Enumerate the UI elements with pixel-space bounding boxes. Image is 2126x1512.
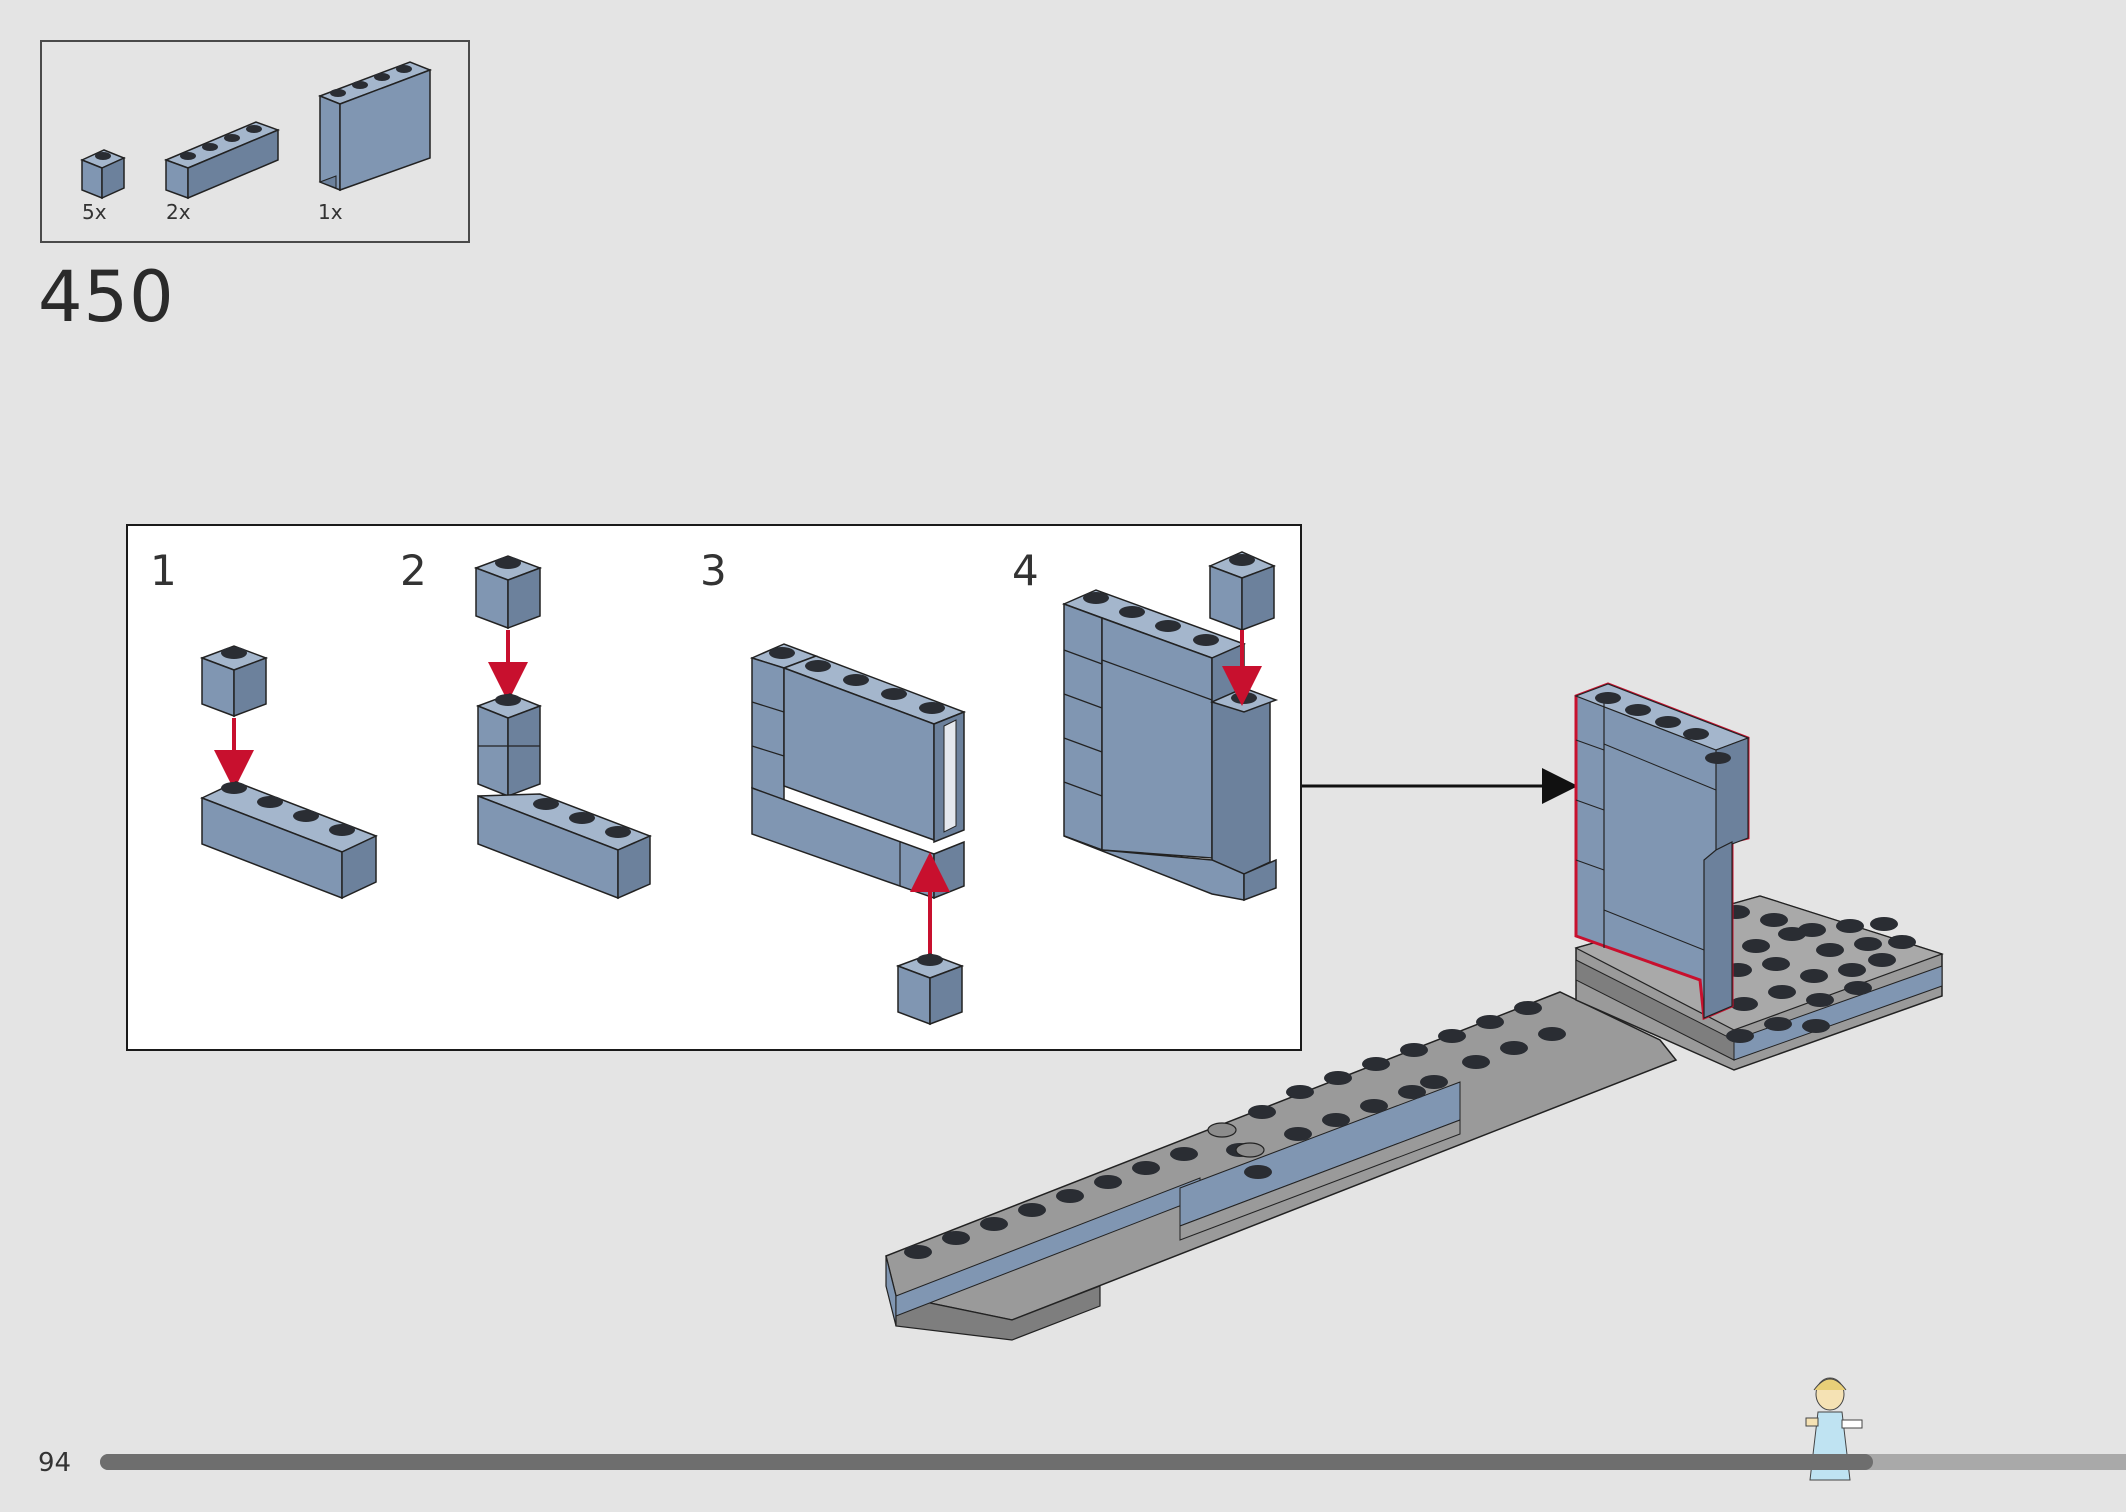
part-icon-1x1-brick bbox=[80, 149, 126, 200]
part-quantity-1x4-brick: 2x bbox=[166, 200, 191, 224]
progress-bar-fill bbox=[100, 1454, 1873, 1470]
page-number: 94 bbox=[38, 1448, 72, 1478]
sub-step-2-illustration bbox=[473, 555, 652, 900]
part-icon-panel bbox=[317, 61, 433, 192]
sub-step-4-illustration bbox=[1061, 551, 1279, 902]
sub-step-number-2: 2 bbox=[400, 546, 427, 595]
sub-step-number-4: 4 bbox=[1012, 546, 1039, 595]
sub-step-number-3: 3 bbox=[700, 546, 727, 595]
step-number: 450 bbox=[38, 256, 175, 338]
part-quantity-panel: 1x bbox=[318, 200, 343, 224]
sub-step-number-1: 1 bbox=[150, 546, 177, 595]
progress-bar bbox=[100, 1454, 2126, 1470]
sub-step-1-illustration bbox=[199, 645, 378, 900]
part-quantity-1x1-brick: 5x bbox=[82, 200, 107, 224]
sub-step-3-illustration bbox=[749, 643, 967, 1026]
main-model-illustration bbox=[885, 682, 1944, 1341]
part-icon-1x4-brick bbox=[163, 121, 281, 200]
